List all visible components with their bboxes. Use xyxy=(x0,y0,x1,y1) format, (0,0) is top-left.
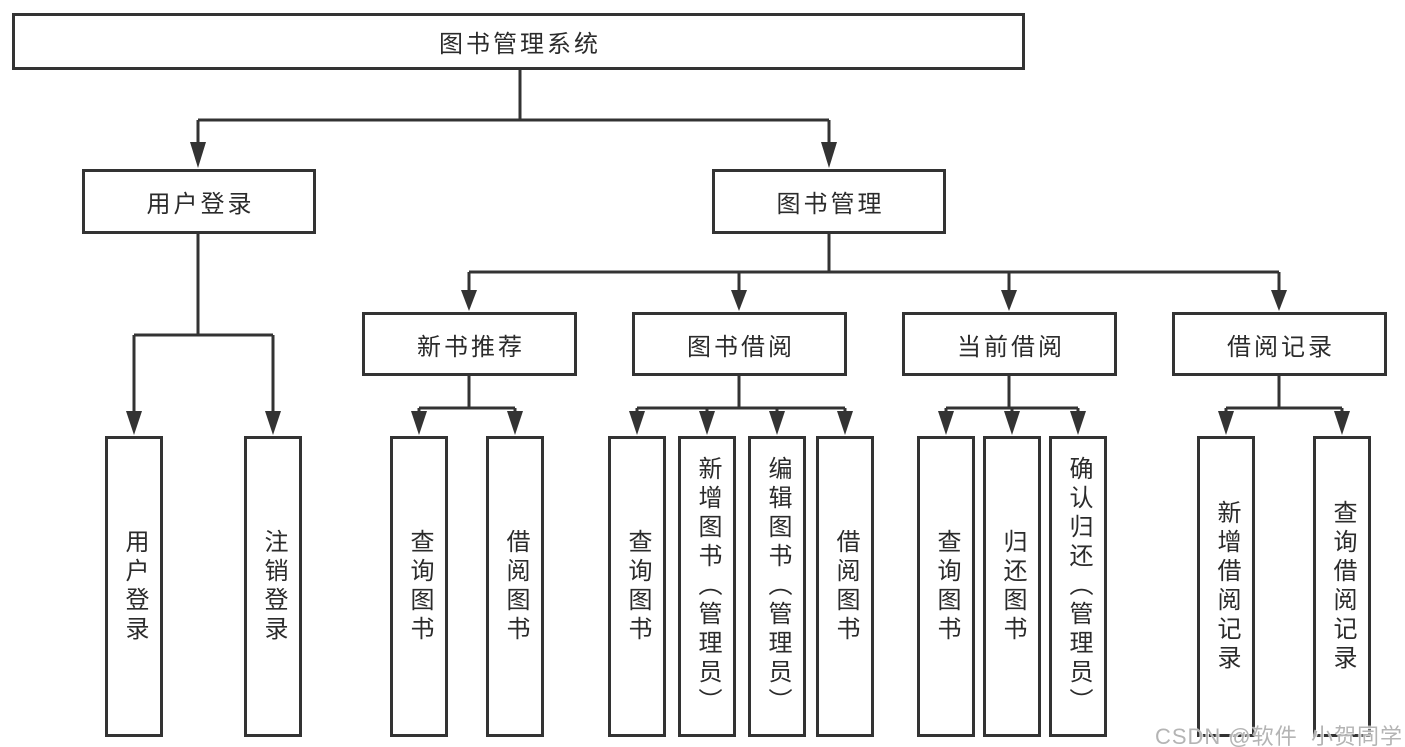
node-label: 查询图书 xyxy=(406,528,433,645)
leaf-records-add-record: 新增借阅记录 xyxy=(1197,436,1255,737)
leaf-current-confirm-return-admin: 确认归还（管理员） xyxy=(1049,436,1107,737)
node-label: 用户登录 xyxy=(146,191,255,218)
node-label: 新增借阅记录 xyxy=(1213,499,1240,674)
node-root-system: 图书管理系统 xyxy=(12,13,1025,70)
node-label: 图书管理 xyxy=(776,191,885,218)
connector-borrow-records-to-leaves xyxy=(1218,376,1350,435)
node-label: 确认归还（管理员） xyxy=(1065,456,1092,717)
leaf-borrow-query-books: 查询图书 xyxy=(608,436,666,737)
csdn-watermark: CSDN @软件_小贺同学 xyxy=(1154,724,1403,747)
node-label: 当前借阅 xyxy=(957,333,1065,361)
leaf-newbooks-query-books: 查询图书 xyxy=(390,436,448,737)
node-label: 图书借阅 xyxy=(687,333,795,361)
leaf-current-query-books: 查询图书 xyxy=(917,436,975,737)
node-label: 查询图书 xyxy=(624,528,651,645)
node-new-book-recommend: 新书推荐 xyxy=(362,312,577,376)
node-label: 新增图书（管理员） xyxy=(694,456,721,717)
leaf-records-query-record: 查询借阅记录 xyxy=(1313,436,1371,737)
leaf-current-return-books: 归还图书 xyxy=(983,436,1041,737)
node-user-login: 用户登录 xyxy=(82,169,316,234)
node-label: 用户登录 xyxy=(121,528,148,645)
node-label: 图书管理系统 xyxy=(439,31,601,58)
leaf-borrow-edit-books-admin: 编辑图书（管理员） xyxy=(748,436,806,737)
connector-user-login-to-leaves xyxy=(126,234,281,435)
node-label: 查询图书 xyxy=(933,528,960,645)
node-label: 注销登录 xyxy=(260,528,287,645)
connector-current-borrow-to-leaves xyxy=(938,376,1086,435)
node-book-borrow: 图书借阅 xyxy=(632,312,847,376)
leaf-newbooks-borrow-books: 借阅图书 xyxy=(486,436,544,737)
node-current-borrow: 当前借阅 xyxy=(902,312,1117,376)
node-label: 借阅图书 xyxy=(502,528,529,645)
connector-book-borrow-to-leaves xyxy=(629,376,853,435)
leaf-logout: 注销登录 xyxy=(244,436,302,737)
node-book-management: 图书管理 xyxy=(712,169,946,234)
node-label: 借阅图书 xyxy=(832,528,859,645)
node-label: 查询借阅记录 xyxy=(1329,499,1356,674)
leaf-user-login: 用户登录 xyxy=(105,436,163,737)
connector-new-books-to-leaves xyxy=(411,376,523,435)
connector-root-to-level2 xyxy=(190,69,837,168)
connector-book-mgmt-to-level3 xyxy=(461,234,1287,311)
node-borrow-records: 借阅记录 xyxy=(1172,312,1387,376)
node-label: 新书推荐 xyxy=(417,333,525,361)
node-label: 借阅记录 xyxy=(1227,333,1335,361)
node-label: 归还图书 xyxy=(999,528,1026,645)
leaf-borrow-add-books-admin: 新增图书（管理员） xyxy=(678,436,736,737)
leaf-borrow-borrow-books: 借阅图书 xyxy=(816,436,874,737)
node-label: 编辑图书（管理员） xyxy=(764,456,791,717)
